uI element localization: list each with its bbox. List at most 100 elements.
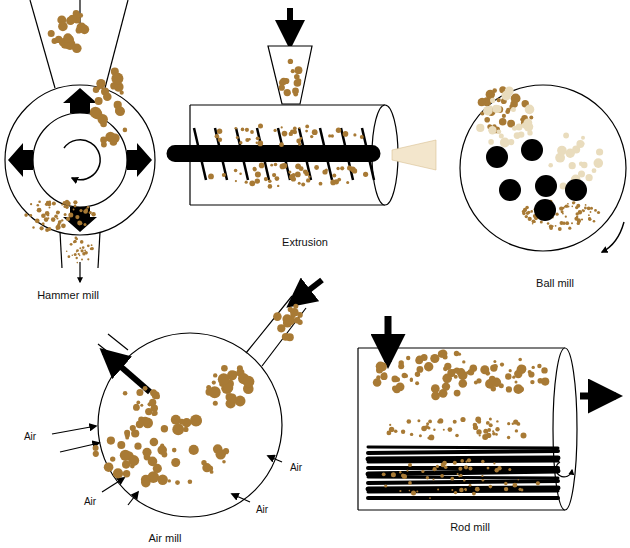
grinding-ball: [486, 146, 508, 168]
particle: [111, 72, 123, 84]
particle: [291, 176, 296, 181]
particle: [93, 451, 99, 457]
particle: [290, 308, 299, 317]
particle: [61, 204, 63, 206]
particle: [519, 365, 527, 373]
particle: [245, 138, 249, 142]
particle: [500, 363, 504, 367]
particle: [77, 221, 82, 226]
particle: [284, 89, 291, 96]
particle: [497, 466, 501, 470]
particle: [295, 66, 303, 74]
particle: [81, 259, 83, 261]
particle: [77, 262, 79, 264]
particle: [593, 220, 596, 223]
particle: [282, 131, 288, 137]
particle: [56, 217, 58, 219]
particle: [555, 225, 557, 227]
particle: [78, 23, 82, 27]
particle: [37, 204, 40, 207]
particle: [529, 115, 533, 119]
particle: [487, 467, 490, 470]
particle: [236, 136, 239, 139]
particle: [421, 470, 424, 473]
particle: [523, 208, 527, 212]
particle: [479, 434, 481, 436]
particle: [298, 127, 300, 129]
particle: [134, 443, 141, 450]
particle: [312, 129, 318, 135]
particle: [66, 251, 68, 253]
particle: [292, 173, 296, 177]
particle: [490, 98, 495, 103]
particle: [239, 141, 242, 144]
particle: [558, 227, 562, 231]
particle: [241, 128, 245, 132]
particle: [572, 206, 574, 208]
particle: [56, 227, 59, 230]
particle: [65, 200, 69, 204]
particle: [268, 184, 273, 189]
particle: [578, 170, 585, 177]
particle: [512, 423, 514, 425]
particle: [556, 213, 559, 216]
particle: [384, 484, 387, 487]
particle: [235, 127, 238, 130]
particle: [84, 251, 87, 254]
particle: [279, 85, 285, 91]
particle: [428, 420, 432, 424]
particle: [255, 178, 260, 183]
particle: [459, 379, 468, 388]
particle: [72, 255, 74, 257]
particle: [547, 222, 550, 225]
particle: [562, 222, 565, 225]
particle: [496, 420, 498, 422]
particle: [56, 211, 60, 215]
particle: [460, 417, 465, 422]
particle: [37, 208, 42, 213]
grinding-rod: [368, 458, 558, 459]
mill-label: Air: [256, 504, 268, 516]
particle: [73, 209, 75, 211]
grinding-rod: [368, 496, 558, 500]
particle: [133, 404, 140, 411]
particle: [521, 489, 524, 492]
particle: [565, 205, 568, 208]
particle: [65, 206, 68, 209]
particle: [298, 182, 301, 185]
particle: [79, 222, 82, 225]
particle: [314, 133, 316, 135]
particle: [467, 458, 471, 462]
particle: [92, 213, 95, 216]
particle: [450, 477, 454, 481]
particle: [45, 211, 50, 216]
particle: [66, 217, 70, 221]
particle: [49, 206, 51, 208]
particle: [410, 379, 413, 382]
particle: [145, 408, 152, 415]
particle: [393, 386, 400, 393]
particle: [325, 169, 328, 172]
particle: [475, 487, 480, 492]
particle: [575, 206, 578, 209]
particle: [455, 434, 459, 438]
particle: [493, 360, 496, 363]
particle: [259, 163, 265, 169]
particle: [464, 465, 468, 469]
particle: [476, 124, 484, 132]
grinding-rod: [368, 447, 558, 448]
grinding-rod: [368, 471, 558, 474]
particle: [373, 378, 382, 387]
particle: [116, 471, 121, 476]
particle: [150, 438, 159, 447]
particle: [208, 174, 214, 180]
particle: [454, 491, 457, 494]
particle: [525, 215, 528, 218]
particle: [209, 386, 221, 398]
particle: [68, 213, 73, 218]
ball-mill: [460, 85, 626, 252]
particle: [515, 386, 520, 391]
particle: [294, 317, 301, 324]
particle: [532, 219, 536, 223]
grinding-ball: [521, 139, 543, 161]
